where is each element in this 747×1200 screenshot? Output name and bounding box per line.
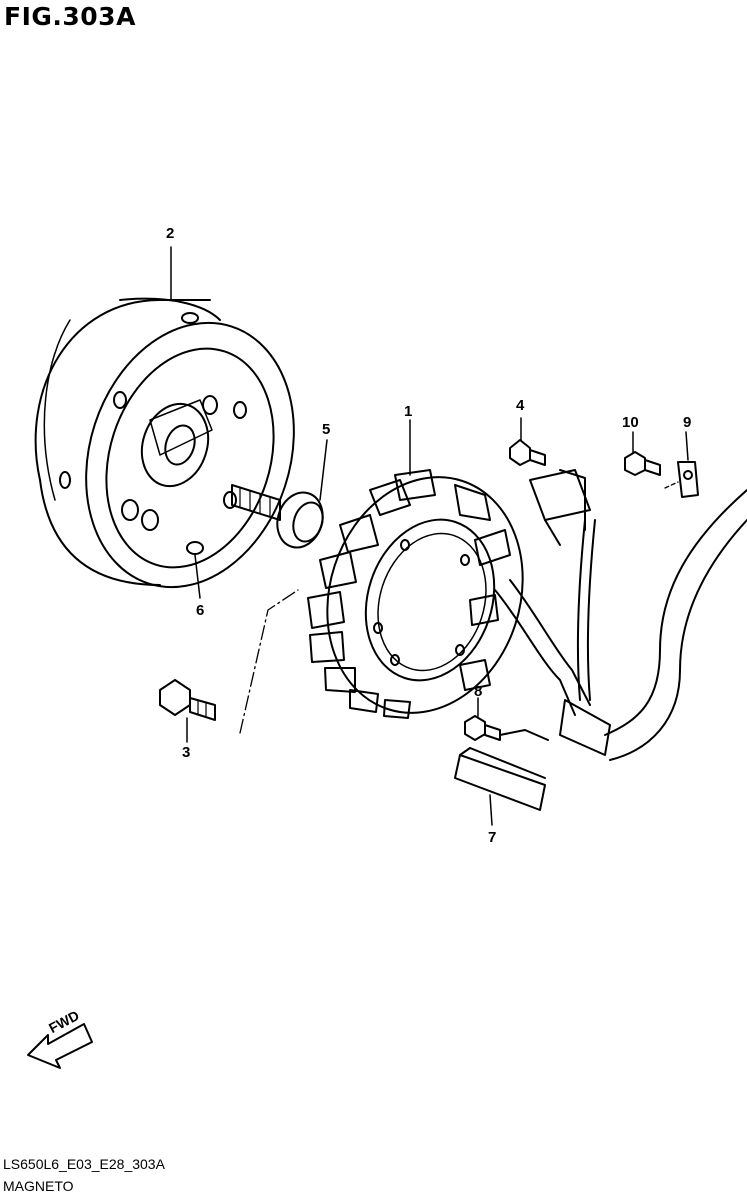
bolt-8 bbox=[464, 715, 549, 741]
callout-5: 5 bbox=[322, 421, 331, 438]
figure-name: MAGNETO bbox=[3, 1178, 74, 1194]
callout-9: 9 bbox=[683, 414, 692, 431]
pulse-sensor bbox=[529, 469, 596, 701]
leader-line-9 bbox=[685, 431, 689, 461]
rotor-bolt bbox=[231, 484, 324, 549]
callout-2: 2 bbox=[166, 225, 175, 242]
wiring-harness bbox=[494, 489, 747, 761]
clamp-9 bbox=[664, 461, 699, 498]
callout-1: 1 bbox=[404, 403, 413, 420]
callout-8: 8 bbox=[474, 683, 483, 700]
figure-title: FIG.303A bbox=[4, 2, 136, 31]
callout-10: 10 bbox=[622, 414, 639, 431]
leader-line-3 bbox=[239, 589, 299, 734]
leader-line-7 bbox=[489, 794, 493, 826]
guide-plate-7 bbox=[454, 747, 546, 811]
stator-assembly bbox=[307, 469, 524, 719]
bolt-10 bbox=[624, 451, 661, 476]
leader-line-5 bbox=[319, 439, 328, 501]
bolt-3 bbox=[159, 679, 216, 721]
callout-7: 7 bbox=[488, 829, 497, 846]
callout-4: 4 bbox=[516, 397, 525, 414]
figure-code: LS650L6_E03_E28_303A bbox=[3, 1156, 165, 1172]
bolt-4 bbox=[509, 439, 546, 466]
callout-6: 6 bbox=[196, 602, 205, 619]
leader-line-6 bbox=[194, 554, 201, 599]
rotor-flywheel bbox=[34, 297, 295, 589]
fwd-arrow bbox=[27, 1023, 93, 1069]
callout-3: 3 bbox=[182, 744, 191, 761]
